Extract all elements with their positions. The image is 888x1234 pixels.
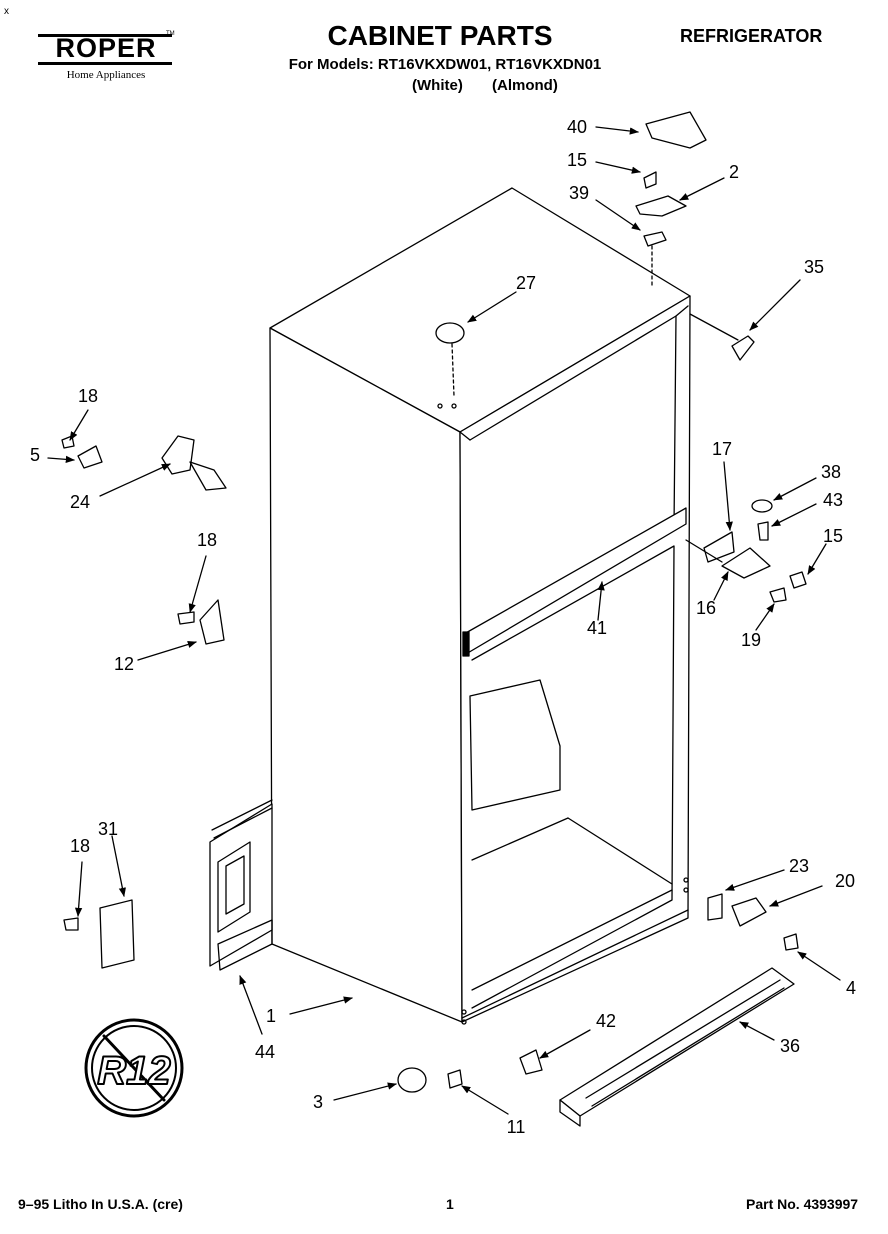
mullion-rail bbox=[462, 507, 687, 657]
product-type: REFRIGERATOR bbox=[680, 26, 823, 46]
callout-35: 35 bbox=[803, 257, 825, 277]
callout-5: 5 bbox=[29, 445, 41, 465]
callout-1: 1 bbox=[265, 1006, 277, 1026]
no-r12-logo-text: R12 bbox=[97, 1049, 170, 1093]
variant-white: (White) bbox=[412, 77, 463, 94]
left-parts bbox=[61, 435, 227, 969]
page-title: CABINET PARTS bbox=[327, 20, 553, 51]
logo-subtitle: Home Appliances bbox=[66, 69, 146, 81]
top-parts bbox=[435, 111, 755, 409]
variant-almond: (Almond) bbox=[492, 77, 558, 94]
logo-rule-box bbox=[38, 34, 172, 65]
callout-4: 4 bbox=[845, 978, 857, 998]
logo-trademark: TM bbox=[166, 31, 175, 37]
logo-brand-text: ROPER bbox=[55, 33, 157, 63]
callout-38: 38 bbox=[820, 462, 842, 482]
callout-15-top: 15 bbox=[566, 150, 588, 170]
callout-2: 2 bbox=[728, 162, 740, 182]
callout-42: 42 bbox=[595, 1011, 617, 1031]
callout-16: 16 bbox=[695, 598, 717, 618]
callout-41: 41 bbox=[586, 618, 608, 638]
callout-17: 17 bbox=[711, 439, 733, 459]
corner-mark: x bbox=[4, 6, 9, 17]
page-number: 1 bbox=[446, 1196, 454, 1212]
part-number: Part No. 4393997 bbox=[746, 1196, 859, 1212]
no-r12-logo: R12 bbox=[84, 1018, 184, 1118]
callout-23: 23 bbox=[788, 856, 810, 876]
callout-20: 20 bbox=[834, 871, 856, 891]
callout-18-middle: 18 bbox=[196, 530, 218, 550]
callout-3: 3 bbox=[312, 1092, 324, 1112]
right-parts bbox=[703, 499, 807, 951]
leader-lines bbox=[47, 126, 841, 1115]
callout-44: 44 bbox=[254, 1042, 276, 1062]
model-numbers: For Models: RT16VKXDW01, RT16VKXDN01 bbox=[288, 56, 602, 73]
callout-40: 40 bbox=[566, 117, 588, 137]
callout-12: 12 bbox=[113, 654, 135, 674]
cabinet-body bbox=[269, 187, 691, 1025]
print-info: 9–95 Litho In U.S.A. (cre) bbox=[18, 1196, 183, 1212]
callout-19: 19 bbox=[740, 630, 762, 650]
callout-18-lower: 18 bbox=[69, 836, 91, 856]
callout-18-upper: 18 bbox=[77, 386, 99, 406]
callout-11: 11 bbox=[506, 1117, 526, 1137]
callout-31: 31 bbox=[97, 819, 119, 839]
callout-39: 39 bbox=[568, 183, 590, 203]
callout-27: 27 bbox=[515, 273, 537, 293]
callout-36: 36 bbox=[779, 1036, 801, 1056]
callout-43: 43 bbox=[822, 490, 844, 510]
side-bracket-44 bbox=[209, 799, 273, 971]
callout-15-right: 15 bbox=[822, 526, 844, 546]
bottom-parts bbox=[397, 967, 795, 1127]
callout-24: 24 bbox=[69, 492, 91, 512]
